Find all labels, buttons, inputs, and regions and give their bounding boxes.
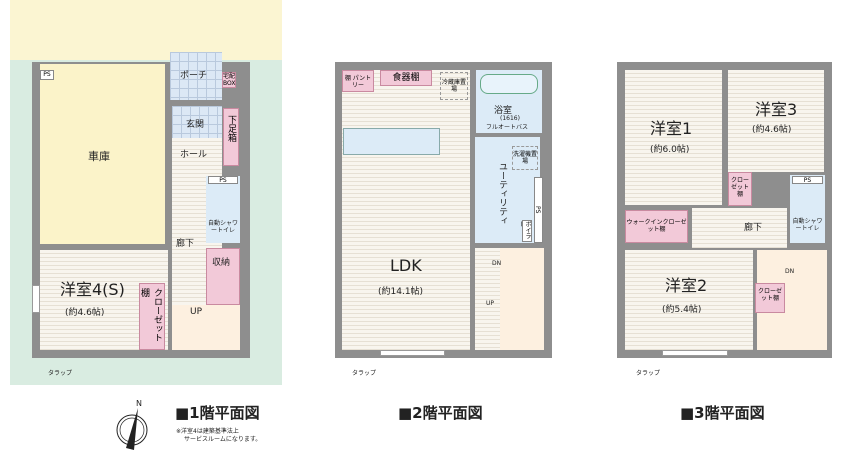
up-label: UP <box>190 307 203 317</box>
floor1-front-area <box>10 0 282 60</box>
room4-size: (約4.6帖) <box>65 308 105 318</box>
toilet-room <box>790 175 825 243</box>
dn-label: DN <box>785 268 795 275</box>
room4-label: 洋室4(S) <box>60 280 125 299</box>
washer-space: 洗濯機置場 <box>512 146 538 170</box>
dish-cabinet: 食器棚 <box>380 70 432 86</box>
entrance <box>172 106 222 138</box>
room3-label: 洋室3 <box>755 100 798 119</box>
shoe-box: 下足箱 <box>223 108 239 166</box>
floor3-caption: ■3階平面図 <box>680 404 765 422</box>
floor2-caption: ■2階平面図 <box>398 404 483 422</box>
delivery-box: 宅配BOX <box>222 72 236 88</box>
closet3: クローゼット棚 <box>728 172 752 206</box>
bathtub <box>480 74 538 94</box>
bath-type: フルオートバス <box>486 124 529 131</box>
toilet-room <box>206 176 240 243</box>
up-label: UP <box>486 300 495 307</box>
porch-label: ポーチ <box>180 71 208 81</box>
garage <box>40 64 165 244</box>
ps-box-2: PS <box>208 176 238 184</box>
garage-label: 車庫 <box>88 150 110 163</box>
ldk-size: (約14.1帖) <box>378 287 424 297</box>
ps-box: PS <box>792 176 823 184</box>
ps-box: PS <box>534 177 543 243</box>
storage <box>206 248 240 305</box>
window <box>32 285 40 313</box>
dn-label: DN <box>492 260 502 267</box>
corridor <box>692 208 787 248</box>
storage-label: 収納 <box>212 258 231 268</box>
utility-label: ユーティリティ <box>497 162 507 225</box>
window <box>662 350 728 356</box>
bath-size: (1616) <box>500 115 520 122</box>
corridor <box>172 250 206 305</box>
toilet-label: 自動シャワートイレ <box>792 218 823 232</box>
staircase <box>500 248 544 350</box>
entrance-label: 玄関 <box>186 120 205 130</box>
trap-label: タラップ <box>636 370 661 377</box>
corridor-label: 廊下 <box>176 239 195 249</box>
window <box>380 350 445 356</box>
porch <box>170 52 222 100</box>
stair-hall <box>475 248 500 350</box>
ldk-label: LDK <box>390 256 422 275</box>
closet-label: クローゼット <box>152 288 162 342</box>
floor1-caption: ■1階平面図 <box>175 404 260 422</box>
shelf-label: 棚 <box>139 288 149 297</box>
boiler: ボイラー <box>517 220 532 242</box>
bath-label: 浴室 <box>494 106 513 116</box>
ps-box: PS <box>40 70 54 80</box>
room2-size: (約5.4帖) <box>662 305 702 315</box>
trap-label: タラップ <box>352 370 377 377</box>
kitchen-counter <box>343 128 440 155</box>
pantry: 棚 パントリー <box>342 70 374 92</box>
hall-label: ホール <box>180 150 208 160</box>
fridge-space: 冷蔵庫置場 <box>440 72 468 100</box>
room2 <box>625 250 753 350</box>
walk-in-closet: ウォークインクローゼット棚 <box>625 210 688 243</box>
trap-label: タラップ <box>48 370 73 377</box>
closet2: クローゼット棚 <box>755 283 785 313</box>
corridor-label: 廊下 <box>744 223 763 233</box>
staircase <box>172 305 240 350</box>
room1-size: (約6.0帖) <box>650 145 690 155</box>
floor1-note-2: サービスルームになります。 <box>184 436 262 443</box>
room2-label: 洋室2 <box>665 276 708 295</box>
room1 <box>625 70 722 205</box>
closet: クローゼット棚 <box>139 283 165 350</box>
room1-label: 洋室1 <box>650 119 693 138</box>
room3-size: (約4.6帖) <box>752 125 792 135</box>
toilet-label: 自動シャワートイレ <box>208 220 239 234</box>
north-label: N <box>136 399 142 408</box>
ldk <box>342 70 470 350</box>
floor1-note-1: ※洋室4は建築基準法上 <box>176 428 239 435</box>
north-arrow-icon <box>116 408 148 450</box>
room3 <box>728 70 824 172</box>
